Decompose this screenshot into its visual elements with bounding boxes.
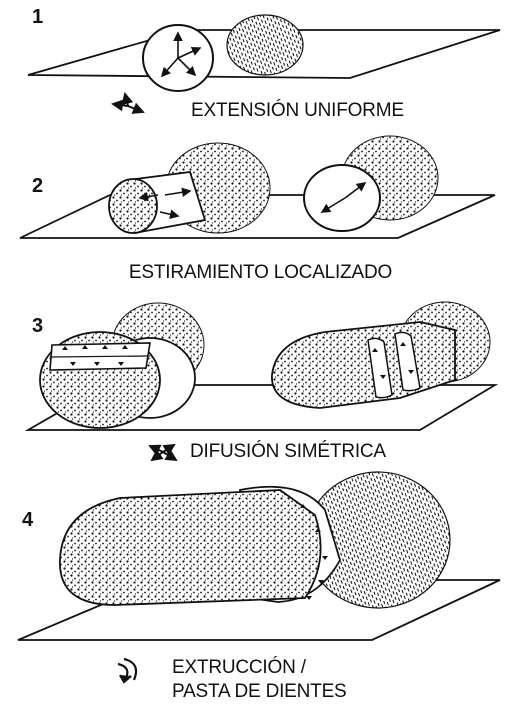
stage-3-caption: DIFUSIÓN SIMÉTRICA (190, 441, 386, 463)
stage-3-number: 3 (32, 315, 43, 338)
stage-1-drawing (28, 15, 500, 91)
symmetric-diffusion-arrows-icon (150, 445, 176, 460)
stage-3-drawing (28, 302, 495, 430)
stage-2-left-face (109, 179, 157, 233)
extrusion-arrow-icon (118, 659, 136, 682)
stage-2-number: 2 (32, 175, 43, 198)
stage-4-caption-line-2: PASTA DE DIENTES (172, 680, 347, 704)
stage-1-number: 1 (32, 6, 43, 29)
stage-2-right-face (304, 165, 380, 231)
stage-4-drawing (18, 472, 500, 640)
stage-4-caption-line-1: EXTRUCCIÓN / (172, 656, 347, 680)
stage-1-caption: EXTENSIÓN UNIFORME (191, 100, 404, 122)
stage-1-tip (227, 15, 303, 75)
stage-2-drawing (20, 136, 495, 238)
stage-4-number: 4 (22, 509, 33, 532)
stage-2-caption: ESTIRAMIENTO LOCALIZADO (0, 262, 521, 284)
uniform-extension-arrows-icon (113, 94, 143, 112)
stage-4-body (60, 490, 321, 605)
stage-4-caption: EXTRUCCIÓN / PASTA DE DIENTES (172, 656, 347, 704)
